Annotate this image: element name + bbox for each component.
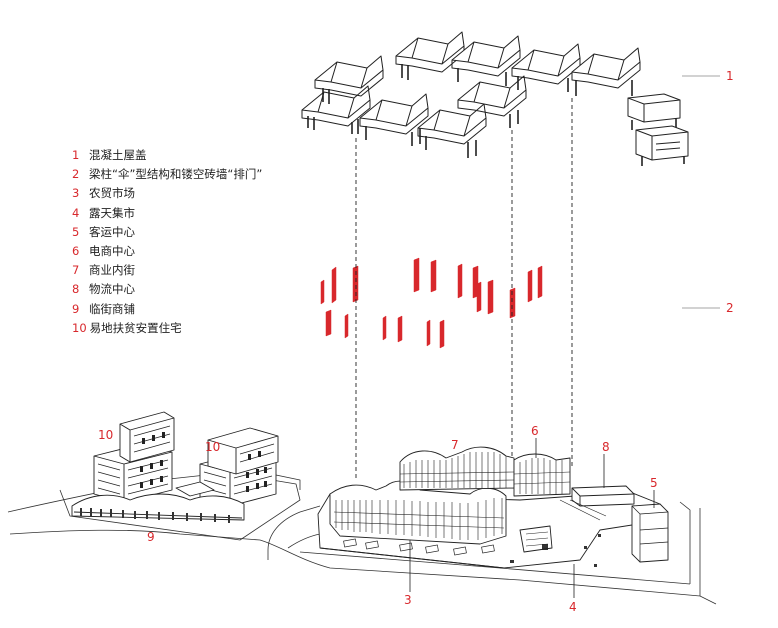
roof-unit xyxy=(511,43,581,92)
callout-inner-street: 7 xyxy=(451,438,459,452)
callout-roof-layer: 1 xyxy=(726,69,734,83)
callout-open-market: 4 xyxy=(569,600,577,614)
roof-block xyxy=(635,125,689,166)
roof-unit xyxy=(451,35,521,86)
roof-block xyxy=(627,93,681,130)
roof-unit xyxy=(359,93,429,146)
roof-unit xyxy=(571,47,641,96)
roof-unit xyxy=(457,75,527,128)
callout-farmers-market: 3 xyxy=(404,593,412,607)
roof-layer xyxy=(301,31,689,166)
roof-unit xyxy=(417,103,487,158)
callout-housing-left: 10 xyxy=(98,428,114,442)
callout-leaders xyxy=(682,75,720,309)
callout-logistics: 8 xyxy=(602,440,610,454)
roof-unit xyxy=(314,55,384,104)
roof-unit xyxy=(301,85,371,134)
callout-housing-right: 10 xyxy=(205,440,221,454)
housing-right xyxy=(199,427,279,507)
callout-ecommerce: 6 xyxy=(531,424,539,438)
market-complex xyxy=(317,446,669,569)
alignment-lines xyxy=(355,98,573,478)
callout-bus-center: 5 xyxy=(650,476,658,490)
housing-left xyxy=(93,411,175,503)
street-shops xyxy=(71,481,245,523)
callout-structure-layer: 2 xyxy=(726,301,734,315)
callout-street-shops: 9 xyxy=(147,530,155,544)
structure-layer xyxy=(320,257,543,349)
roof-unit xyxy=(395,31,465,80)
